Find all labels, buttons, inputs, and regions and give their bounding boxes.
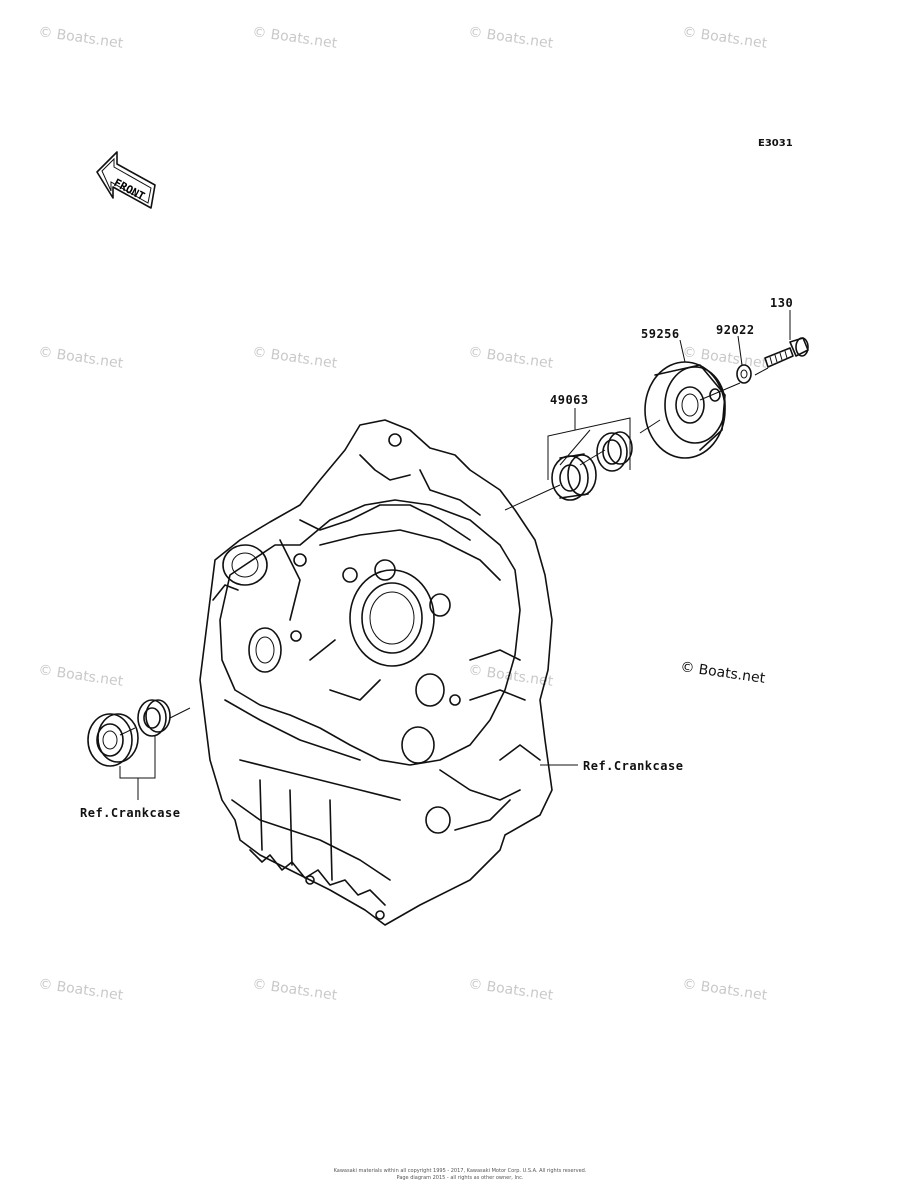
part-label-59256[interactable]: 59256 (641, 327, 680, 341)
part-label-92022[interactable]: 92022 (716, 323, 755, 337)
ref-crankcase-right[interactable]: Ref.Crankcase (583, 759, 684, 773)
front-arrow-label: FRONT (112, 176, 148, 203)
part-label-130[interactable]: 130 (770, 296, 794, 310)
seal-49063-drawing (547, 417, 633, 501)
front-arrow-icon: FRONT (96, 151, 156, 209)
bolt-130-drawing (764, 337, 809, 368)
diagram-code: E3031 (758, 138, 793, 149)
part-label-49063[interactable]: 49063 (550, 393, 589, 407)
cover-59256-drawing (644, 361, 726, 459)
left-bearing-drawing (87, 699, 171, 767)
footer-line-2: Page diagram 2015 - all rights as other … (396, 1175, 524, 1181)
ref-crankcase-left[interactable]: Ref.Crankcase (80, 806, 181, 820)
footer-line-1: Kawasaki materials within all copyright … (333, 1168, 587, 1174)
washer-92022-drawing (736, 364, 752, 384)
crankcase-drawing (199, 419, 553, 926)
